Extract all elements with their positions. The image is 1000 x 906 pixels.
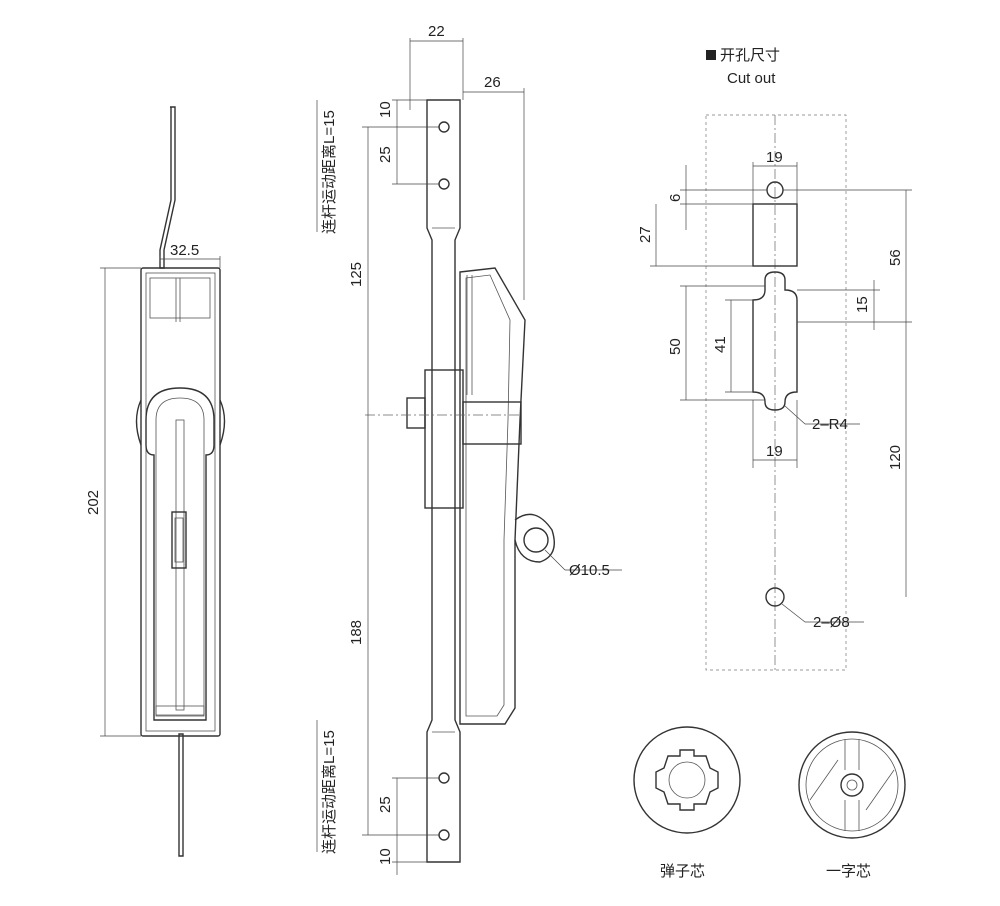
dim-width-label: 32.5 bbox=[170, 242, 199, 259]
dim-handle-width-label: 26 bbox=[484, 74, 501, 91]
spring-core-label: 弹子芯 bbox=[660, 863, 705, 880]
cutout-main bbox=[752, 271, 798, 411]
cutout-mount-hole bbox=[765, 587, 785, 607]
side-cam bbox=[462, 401, 522, 445]
side-hole-4 bbox=[438, 829, 450, 841]
dim-top-hole-offset: 6 bbox=[667, 194, 684, 202]
title-square-icon bbox=[706, 50, 716, 60]
dim-top-slot-height: 27 bbox=[637, 226, 654, 243]
side-handle bbox=[459, 267, 526, 725]
front-handle-inner bbox=[155, 397, 205, 716]
front-ear-left bbox=[135, 399, 142, 446]
dim-padlock-label: Ø10.5 bbox=[569, 562, 610, 579]
dim-inner-height: 41 bbox=[712, 336, 729, 353]
dim-upper-span: 56 bbox=[887, 249, 904, 266]
side-latch-box bbox=[424, 369, 464, 509]
lock-cores: 弹子芯 一字芯 bbox=[633, 726, 906, 880]
dim-height-label: 202 bbox=[85, 490, 102, 515]
dim-hole-top-offset: 10 bbox=[377, 101, 394, 118]
front-view: 32.5 202 bbox=[85, 106, 226, 857]
dim-hole-spacing-top: 25 bbox=[377, 146, 394, 163]
dim-lower-length: 188 bbox=[348, 620, 365, 645]
dim-top-slot-width: 19 bbox=[766, 149, 783, 166]
side-mount-strip bbox=[426, 99, 461, 863]
front-body bbox=[140, 267, 221, 737]
front-handle bbox=[145, 387, 215, 721]
cutout-title-cn: 开孔尺寸 bbox=[720, 47, 780, 64]
dim-lower-width: 19 bbox=[766, 443, 783, 460]
dim-radius: 2–R4 bbox=[812, 416, 848, 433]
dim-hole-spacing-bottom: 25 bbox=[377, 796, 394, 813]
slot-core-label: 一字芯 bbox=[826, 863, 871, 880]
dim-top-width-label: 22 bbox=[428, 23, 445, 40]
front-handle-slot bbox=[175, 419, 185, 711]
slot-core-outer bbox=[798, 731, 906, 839]
dim-main-height: 50 bbox=[667, 338, 684, 355]
dim-lobe-offset: 15 bbox=[854, 296, 871, 313]
dim-lower-span: 120 bbox=[887, 445, 904, 470]
dim-hole-bottom-offset: 10 bbox=[377, 848, 394, 865]
side-view: Ø10.5 22 26 10 25 125 188 25 10 连杆运动距离L=… bbox=[316, 23, 622, 875]
side-hole-1 bbox=[438, 121, 450, 133]
front-lock-window bbox=[171, 511, 187, 569]
side-padlock-ring bbox=[514, 513, 555, 563]
rod-travel-bottom: 连杆运动距离L=15 bbox=[321, 730, 338, 854]
cutout-title-en: Cut out bbox=[727, 70, 776, 87]
front-ear-right bbox=[219, 399, 226, 446]
side-hole-2 bbox=[438, 178, 450, 190]
spring-core-keyway bbox=[655, 749, 719, 811]
spring-core-outer bbox=[633, 726, 741, 834]
front-rod-bottom bbox=[178, 733, 184, 857]
dim-upper-length: 125 bbox=[348, 262, 365, 287]
slot-core-groove bbox=[844, 739, 860, 831]
front-bottom-plate bbox=[155, 705, 205, 717]
front-body-inner bbox=[145, 272, 216, 732]
side-padlock-hole bbox=[523, 527, 549, 553]
side-latch-tongue bbox=[406, 397, 426, 429]
slot-core-center bbox=[840, 773, 864, 797]
cutout-view: 开孔尺寸 Cut out 19 6 27 56 120 15 50 bbox=[637, 47, 912, 671]
side-hole-3 bbox=[438, 772, 450, 784]
dim-mount-holes: 2–Ø8 bbox=[813, 614, 850, 631]
cutout-top-slot bbox=[752, 203, 798, 267]
panel-outline bbox=[705, 114, 847, 671]
rod-travel-top: 连杆运动距离L=15 bbox=[321, 110, 338, 234]
